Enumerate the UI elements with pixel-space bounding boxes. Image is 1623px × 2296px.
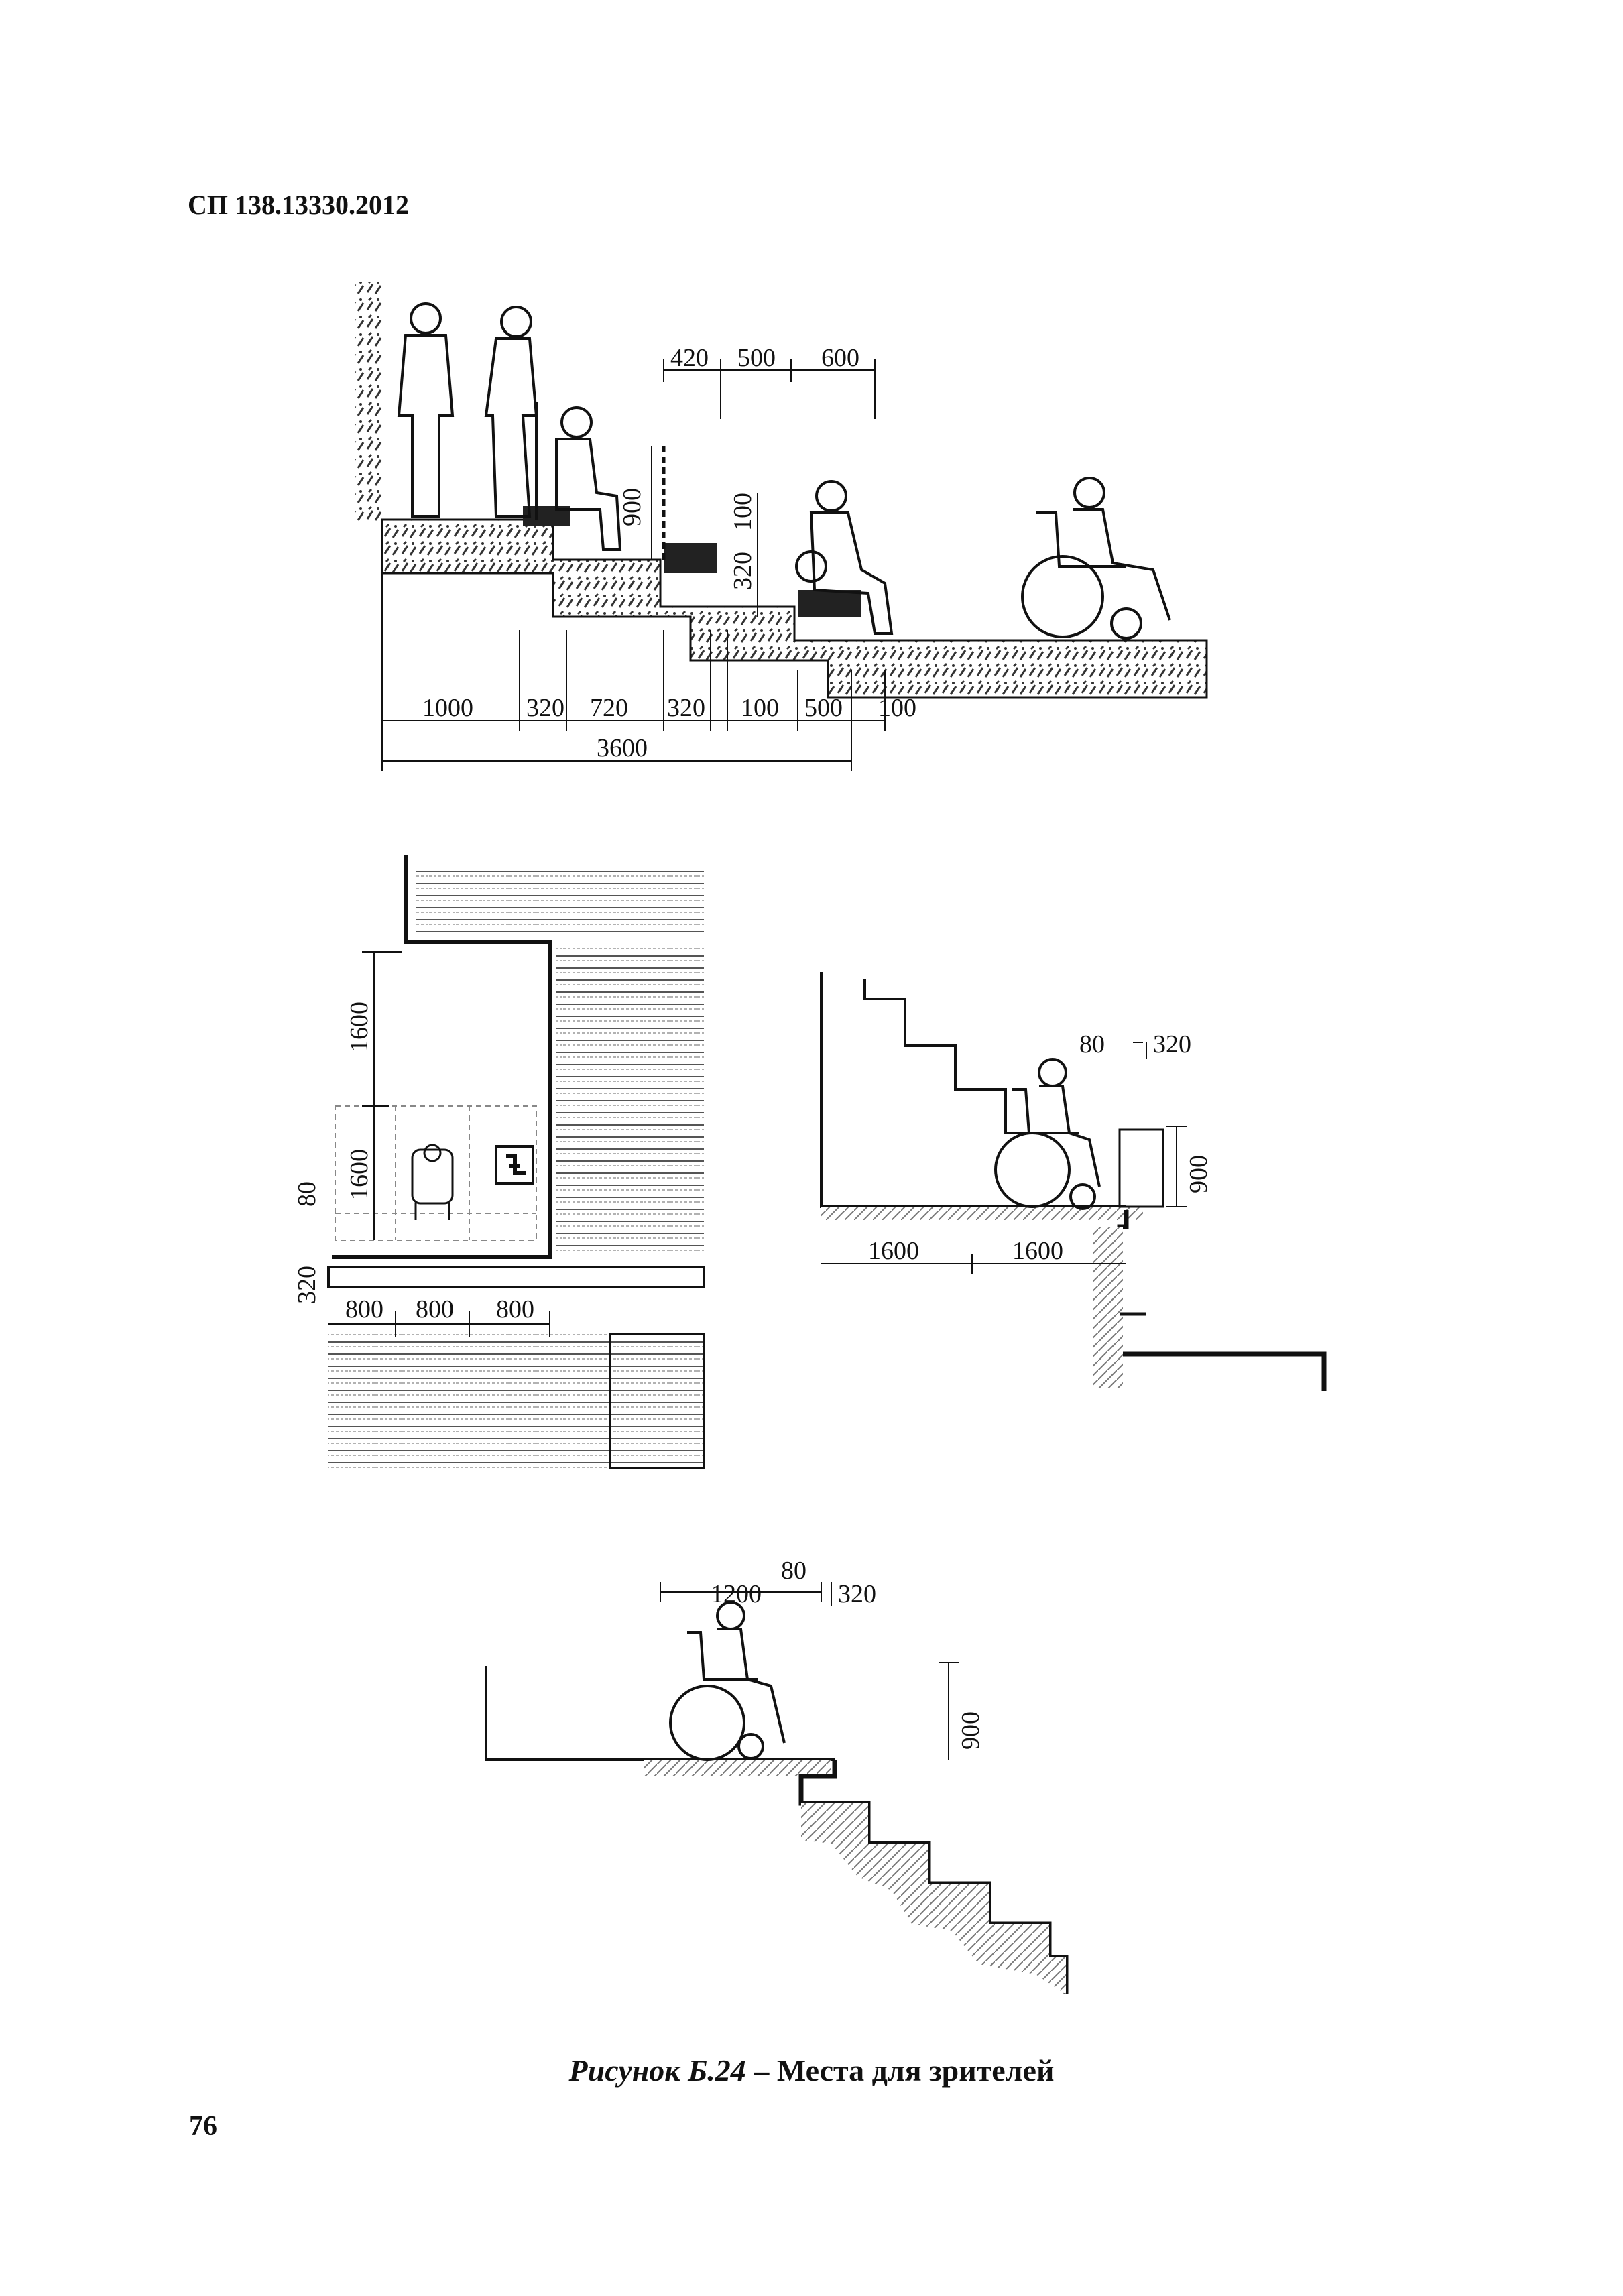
section-floor xyxy=(821,1207,1143,1220)
plan-wheelchair-user-icon xyxy=(411,1144,454,1220)
lower-wall xyxy=(485,1666,835,1761)
dim-420: 420 xyxy=(670,344,709,372)
dim-500-top: 500 xyxy=(737,344,776,372)
dim-800-a: 800 xyxy=(345,1295,383,1323)
section-support xyxy=(1093,1227,1123,1388)
dim-800-c: 800 xyxy=(496,1295,534,1323)
bottom-dimension-lines xyxy=(381,573,886,771)
wall-left xyxy=(355,282,382,523)
seat-rows-top xyxy=(416,865,704,935)
lower-steps-fill xyxy=(801,1803,1066,1994)
dim-320-side: 320 xyxy=(1153,1030,1191,1059)
dim-80-side: 80 xyxy=(1079,1030,1105,1059)
wheelchair-places xyxy=(335,1105,537,1241)
vertical-dimension-lines xyxy=(651,446,758,617)
person-with-cane-icon xyxy=(484,306,538,520)
dim-3600: 3600 xyxy=(597,734,648,762)
figure-plan-view: 1600 1600 80 320 800 800 800 xyxy=(293,855,705,1469)
seat-rows-right xyxy=(556,945,704,1254)
dim-600: 600 xyxy=(821,344,859,372)
section-steps-lower xyxy=(1117,1210,1327,1391)
person-seated-lower-icon xyxy=(795,480,894,635)
figure-section-spectators: 420 500 600 900 100 320 xyxy=(355,282,1208,771)
dim-320-bottom-2: 320 xyxy=(667,694,705,722)
plan-dimension-lines xyxy=(328,951,550,1337)
plan-aisle xyxy=(327,1266,705,1288)
dim-1000: 1000 xyxy=(422,694,473,722)
figure-label: Рисунок Б.24 xyxy=(568,2053,746,2088)
dim-1600-plan-top: 1600 xyxy=(345,1002,373,1052)
top-dimension-line xyxy=(663,359,876,419)
document-code: СП 138.13330.2012 xyxy=(188,190,409,220)
dim-500-bottom: 500 xyxy=(804,694,843,722)
lower-dimension-lines xyxy=(660,1582,959,1760)
dim-720: 720 xyxy=(590,694,628,722)
dim-320-vertical: 320 xyxy=(729,552,757,590)
seat-3 xyxy=(798,590,861,617)
dim-1600-side-a: 1600 xyxy=(868,1237,919,1265)
barrier xyxy=(1118,1128,1164,1208)
seat-rows-bottom-right xyxy=(609,1333,705,1469)
dim-320-lower: 320 xyxy=(838,1580,876,1608)
stepped-floor xyxy=(381,518,1208,699)
figure-title: Места для зрителей xyxy=(776,2053,1055,2088)
figure-lower-section: 1200 80 320 900 xyxy=(485,1557,1069,1994)
wheelchair-symbol-icon xyxy=(495,1145,534,1185)
person-standing-icon xyxy=(397,302,455,518)
section-wheelchair-user-icon xyxy=(994,1058,1101,1210)
dim-320-plan: 320 xyxy=(293,1266,321,1304)
dim-100-bottom-2: 100 xyxy=(878,694,916,722)
dim-900-lower: 900 xyxy=(957,1711,985,1750)
dim-1200: 1200 xyxy=(711,1580,762,1608)
dim-320-bottom: 320 xyxy=(526,694,564,722)
dim-100-bottom: 100 xyxy=(741,694,779,722)
figure-caption: Рисунок Б.24 – Места для зрителей xyxy=(0,2053,1623,2088)
figure-side-section: 80 320 900 1600 1600 xyxy=(820,972,1327,1391)
page-number: 76 xyxy=(189,2111,217,2142)
person-seated-icon xyxy=(555,406,622,551)
plan-boundary xyxy=(332,855,552,1259)
caption-separator: – xyxy=(745,2053,777,2088)
dim-800-b: 800 xyxy=(416,1295,454,1323)
dim-80-plan: 80 xyxy=(293,1181,321,1207)
section-steps-upper xyxy=(863,979,1046,1134)
dim-100-vertical: 100 xyxy=(729,493,757,531)
dim-1600-side-b: 1600 xyxy=(1012,1237,1063,1265)
lower-wheelchair-user-icon xyxy=(669,1601,786,1761)
side-dimension-lines xyxy=(821,1042,1187,1274)
dim-80-lower: 80 xyxy=(781,1557,806,1585)
wheelchair-user-icon xyxy=(1021,477,1171,640)
dim-900-side: 900 xyxy=(1185,1155,1213,1193)
lower-floor xyxy=(644,1760,831,1776)
dim-1600-plan-lower: 1600 xyxy=(345,1149,373,1200)
seat-2 xyxy=(664,543,717,573)
dim-900-vertical: 900 xyxy=(618,488,646,526)
